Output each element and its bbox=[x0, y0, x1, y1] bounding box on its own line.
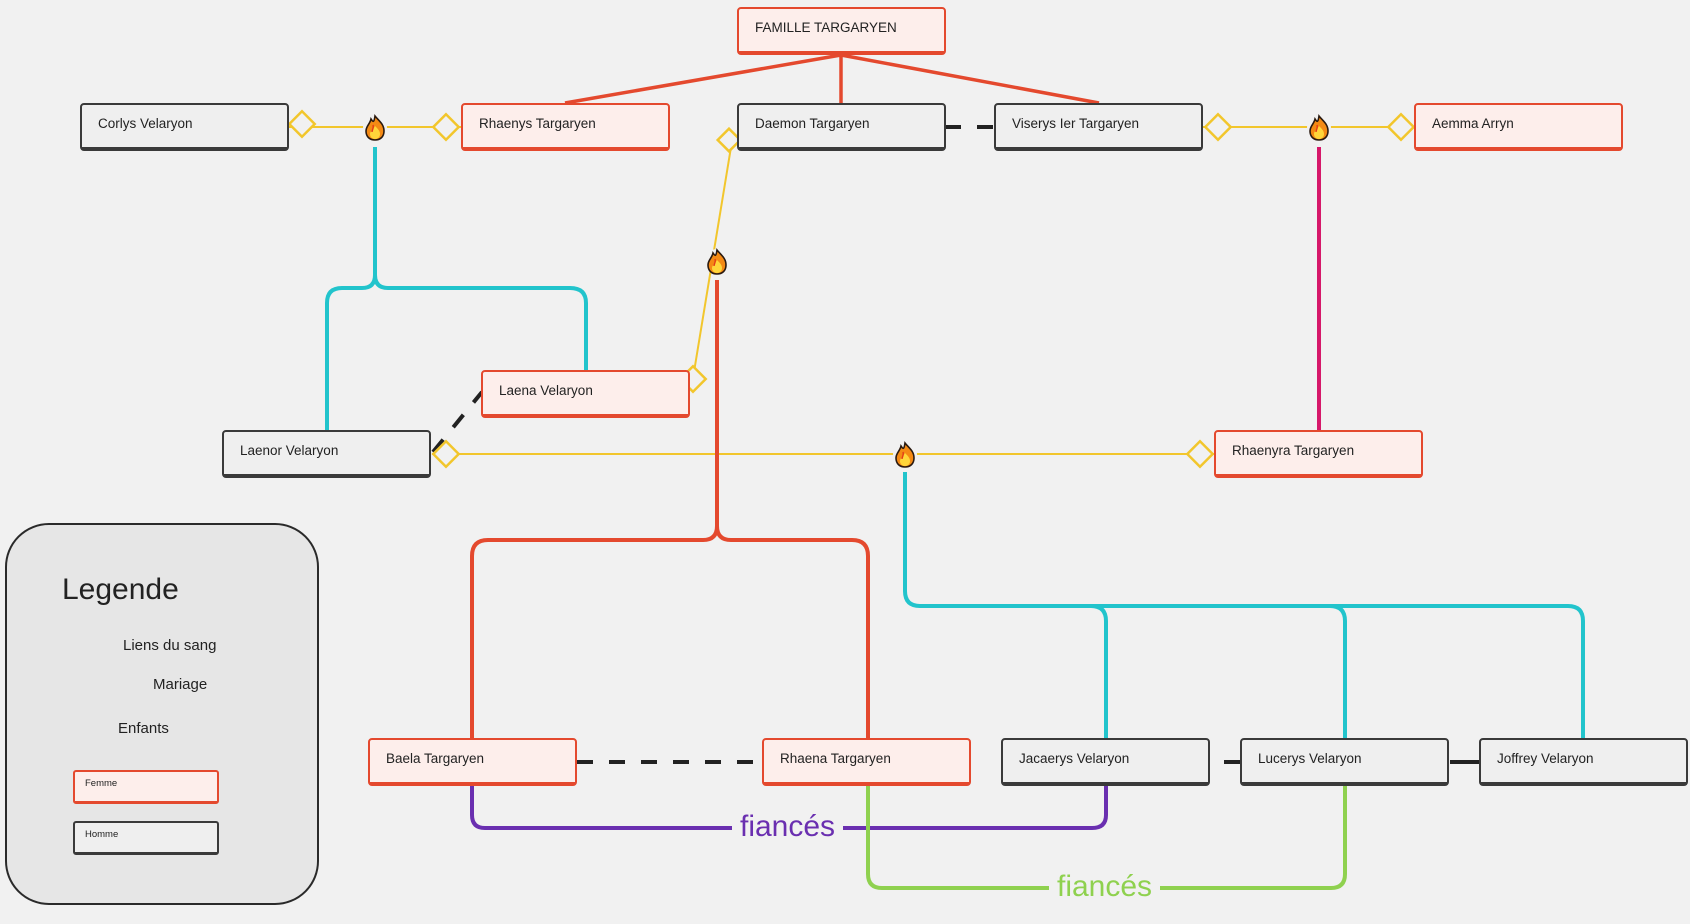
person-jacaerys-velaryon[interactable]: Jacaerys Velaryon bbox=[1001, 738, 1210, 786]
betrothal-label-rhaena-lucerys: fiancés bbox=[1049, 870, 1161, 904]
person-baela-targaryen[interactable]: Baela Targaryen bbox=[368, 738, 577, 786]
flame-icon bbox=[705, 249, 729, 275]
legend-blood-label: Liens du sang bbox=[123, 637, 217, 654]
family-title-node[interactable]: FAMILLE TARGARYEN bbox=[737, 7, 946, 55]
flame-icon bbox=[363, 115, 387, 141]
person-viserys-targaryen[interactable]: Viserys Ier Targaryen bbox=[994, 103, 1203, 151]
marriage-lines bbox=[289, 126, 1413, 455]
corlys-rhaenys-children-lines bbox=[325, 147, 588, 430]
legend-title: Legende bbox=[62, 573, 179, 606]
person-rhaena-targaryen[interactable]: Rhaena Targaryen bbox=[762, 738, 971, 786]
person-rhaenyra-targaryen[interactable]: Rhaenyra Targaryen bbox=[1214, 430, 1423, 478]
children-flame-icons bbox=[363, 115, 1331, 468]
flame-icon bbox=[893, 442, 917, 468]
laenor-rhaenyra-children-lines bbox=[903, 472, 1585, 740]
person-laenor-velaryon[interactable]: Laenor Velaryon bbox=[222, 430, 431, 478]
blood-links bbox=[431, 125, 1480, 764]
person-corlys-velaryon[interactable]: Corlys Velaryon bbox=[80, 103, 289, 151]
person-lucerys-velaryon[interactable]: Lucerys Velaryon bbox=[1240, 738, 1449, 786]
flame-icon bbox=[1307, 115, 1331, 141]
betrothal-label-baela-jacaerys: fiancés bbox=[732, 810, 844, 844]
person-aemma-arryn[interactable]: Aemma Arryn bbox=[1414, 103, 1623, 151]
legend-panel: Legende Liens du sang Mariage Enfants Fe… bbox=[5, 523, 319, 905]
person-daemon-targaryen[interactable]: Daemon Targaryen bbox=[737, 103, 946, 151]
legend-male-swatch: Homme bbox=[73, 821, 219, 855]
legend-children-label: Enfants bbox=[118, 720, 169, 737]
person-rhaenys-targaryen[interactable]: Rhaenys Targaryen bbox=[461, 103, 670, 151]
person-joffrey-velaryon[interactable]: Joffrey Velaryon bbox=[1479, 738, 1688, 786]
person-laena-velaryon[interactable]: Laena Velaryon bbox=[481, 370, 690, 418]
root-children-lines bbox=[564, 53, 1100, 105]
daemon-laena-children-lines bbox=[470, 280, 870, 740]
betrothal-lines bbox=[470, 786, 1347, 890]
legend-marriage-label: Mariage bbox=[153, 676, 208, 693]
legend-female-swatch: Femme bbox=[73, 770, 219, 804]
